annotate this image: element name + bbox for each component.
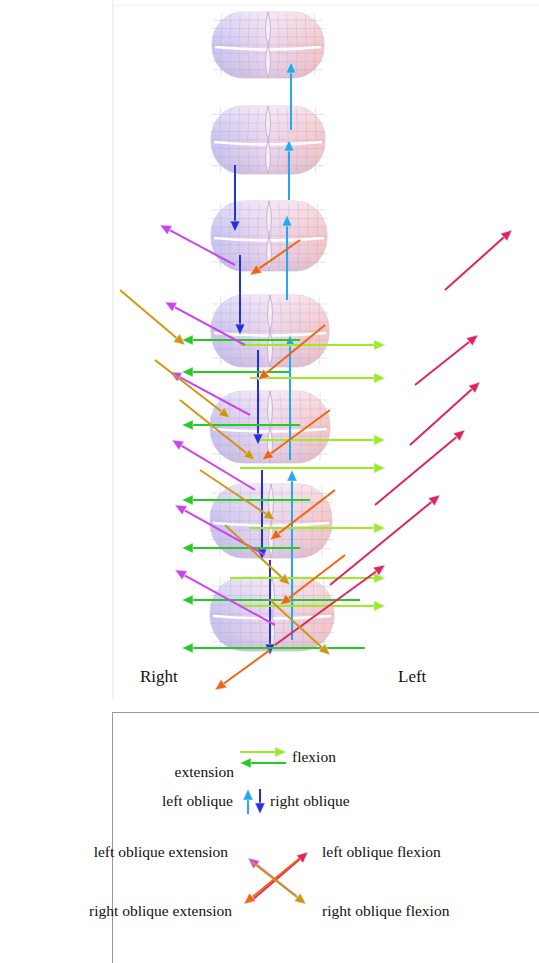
vertebral-disc <box>211 106 325 174</box>
motion-arrow <box>240 340 385 350</box>
legend-text: left oblique <box>162 792 233 809</box>
motion-arrow <box>330 495 440 585</box>
legend-swatch <box>255 789 265 814</box>
legend-swatches <box>240 747 308 904</box>
motion-arrow <box>265 560 275 655</box>
motion-arrow <box>240 463 385 473</box>
motion-arrow <box>260 435 385 445</box>
vertebral-disc <box>210 391 330 463</box>
legend-text: extension <box>175 763 234 780</box>
motion-arrow <box>282 215 292 300</box>
legend-text: right oblique extension <box>89 902 232 919</box>
motion-arrow <box>445 230 512 290</box>
motion-arrow <box>175 570 275 625</box>
motion-arrow <box>182 420 300 430</box>
legend-text: left oblique extension <box>94 843 228 860</box>
motion-arrow <box>287 470 297 640</box>
legend-frame <box>113 713 539 963</box>
legend-swatch <box>252 862 306 904</box>
motion-arrow <box>410 382 480 445</box>
motion-arrow <box>415 335 478 385</box>
motion-arrow <box>182 367 290 377</box>
motion-arrow <box>172 440 255 490</box>
motion-arrow <box>280 555 345 605</box>
legend-text: left oblique flexion <box>322 843 441 860</box>
motion-arrow <box>182 643 365 653</box>
vertebral-disc <box>210 484 332 558</box>
legend-text: right oblique <box>270 792 350 809</box>
motion-arrow <box>180 400 255 460</box>
motion-arrow <box>375 430 465 505</box>
motion-arrow <box>253 350 263 445</box>
motion-arrow <box>225 525 290 585</box>
side-label: Right <box>140 668 178 687</box>
motion-arrow <box>165 302 245 345</box>
motion-arrow <box>200 470 275 520</box>
legend-text: flexion <box>292 748 336 765</box>
motion-arrow <box>262 410 330 460</box>
panel-edge <box>113 5 539 6</box>
motion-arrow <box>250 240 300 275</box>
vertebral-disc <box>212 12 324 78</box>
motion-arrow <box>250 373 385 383</box>
motion-arrow <box>270 490 335 540</box>
motion-arrow <box>175 505 265 555</box>
motion-arrow <box>230 165 240 232</box>
motion-arrow <box>240 601 385 611</box>
side-label: Left <box>398 668 426 687</box>
motion-arrow <box>270 600 330 655</box>
vertebral-disc <box>211 295 329 367</box>
motion-arrow <box>286 62 296 130</box>
disc-stack <box>210 12 334 651</box>
motion-arrow <box>182 543 300 553</box>
legend-text: right oblique flexion <box>322 902 449 919</box>
legend-swatch <box>244 858 300 904</box>
legend-swatch <box>240 747 286 757</box>
legend-swatch <box>240 758 286 768</box>
legend-swatch <box>243 789 253 814</box>
motion-arrow <box>170 372 250 415</box>
vertebral-disc <box>210 577 334 651</box>
motion-arrows <box>120 62 512 690</box>
motion-arrow <box>120 290 185 345</box>
motion-arrow <box>235 255 245 335</box>
motion-arrow <box>215 650 270 690</box>
motion-arrow <box>275 565 385 645</box>
motion-arrow <box>250 523 385 533</box>
motion-arrow <box>160 225 235 265</box>
motion-arrow <box>284 140 294 200</box>
motion-arrow <box>258 325 325 380</box>
panel-edge <box>113 0 114 700</box>
